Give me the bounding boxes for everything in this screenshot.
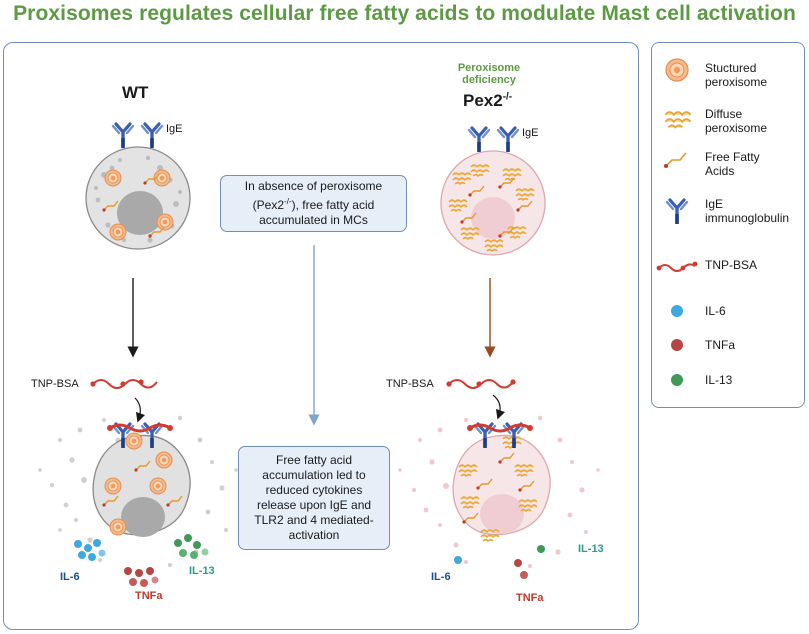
wt-cytokine-release bbox=[74, 534, 209, 587]
absence-peroxisome-note: In absence of peroxisome (Pex2-/-), free… bbox=[220, 175, 407, 232]
legend-icons bbox=[656, 58, 698, 386]
ige-antibody-icon bbox=[665, 198, 689, 226]
pex-il6-label: IL-6 bbox=[431, 571, 451, 583]
main-panel bbox=[3, 42, 639, 630]
il6-dot-icon bbox=[671, 305, 683, 317]
wt-il6-label: IL-6 bbox=[60, 571, 80, 583]
fatty-acid-icon bbox=[664, 152, 687, 168]
legend-structured-peroxisome: Stuctured peroxisome bbox=[705, 61, 768, 89]
pex2-resting-cell bbox=[440, 126, 546, 256]
pex2-label: Pex2-/- bbox=[463, 91, 513, 110]
peroxisome-deficiency-label: Peroxisome deficiency bbox=[457, 62, 521, 86]
pex2-cytokine-release bbox=[454, 545, 545, 579]
il13-dot-icon bbox=[671, 374, 683, 386]
legend-tnp-bsa: TNP-BSA bbox=[705, 258, 758, 272]
pex-ige-label: IgE bbox=[522, 127, 539, 139]
cytokine-release-note: Free fatty acid accumulation led to redu… bbox=[238, 446, 390, 550]
wt-activated-cell bbox=[38, 415, 242, 567]
legend-diffuse-peroxisome: Diffuse peroxisome bbox=[705, 107, 768, 135]
wt-il13-label: IL-13 bbox=[189, 565, 215, 577]
wt-resting-cell bbox=[85, 122, 191, 250]
structured-peroxisome-icon bbox=[665, 58, 689, 82]
figure-title: Proxisomes regulates cellular free fatty… bbox=[13, 2, 796, 25]
legend-ige-immunoglobulin: IgE immunoglobulin bbox=[705, 197, 790, 225]
legend-il13: IL-13 bbox=[705, 373, 733, 387]
wt-tnfa-label: TNFa bbox=[135, 590, 163, 602]
tnfa-dot-icon bbox=[671, 339, 683, 351]
legend-il6: IL-6 bbox=[705, 304, 726, 318]
pex2-activated-cell bbox=[398, 415, 600, 568]
wt-label: WT bbox=[122, 83, 149, 102]
diffuse-peroxisome-icon bbox=[664, 111, 692, 129]
wt-ige-label: IgE bbox=[166, 123, 183, 135]
legend-panel bbox=[651, 42, 805, 408]
legend-free-fatty-acids: Free Fatty Acids bbox=[705, 150, 760, 178]
tnp-bsa-icon bbox=[656, 261, 698, 272]
wt-tnp-bsa-label: TNP-BSA bbox=[31, 378, 79, 390]
pex-tnp-bsa-label: TNP-BSA bbox=[386, 378, 434, 390]
pex-il13-label: IL-13 bbox=[578, 543, 604, 555]
pex-tnfa-label: TNFa bbox=[516, 592, 544, 604]
legend-tnfa: TNFa bbox=[705, 338, 735, 352]
